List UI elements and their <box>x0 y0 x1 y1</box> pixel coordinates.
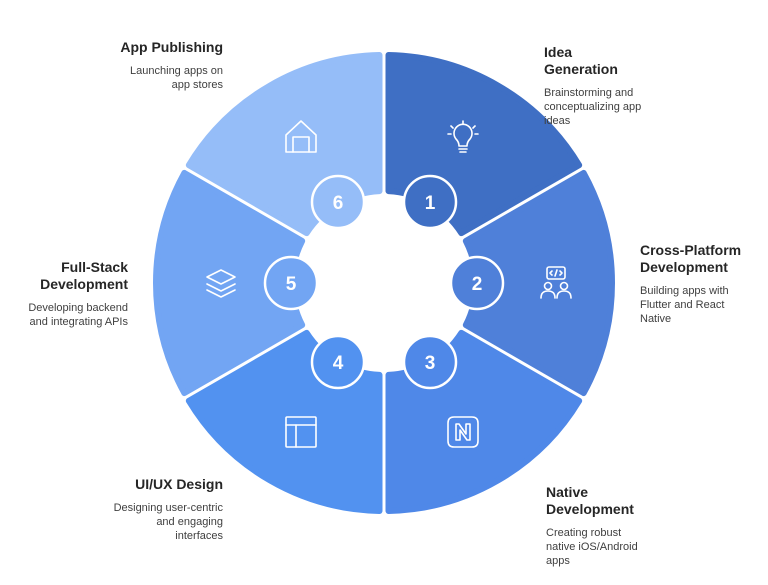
step-5-badge <box>263 255 319 311</box>
hub <box>296 195 472 371</box>
step-2-title: Cross-Platform Development <box>640 242 742 275</box>
step-1-title: Idea Generation <box>544 44 618 77</box>
step-4-badge <box>310 334 366 390</box>
step-2-number: 2 <box>472 274 483 295</box>
step-3-label: Native Development Creating robust nativ… <box>546 484 666 568</box>
step-6-description: Launching apps on app stores <box>130 65 223 91</box>
step-5-number: 5 <box>286 274 297 295</box>
step-3-badge <box>402 334 458 390</box>
store-house-icon <box>285 120 317 153</box>
native-logo-icon <box>447 416 479 448</box>
layout-icon <box>285 416 317 448</box>
step-6-title: App Publishing <box>120 39 223 55</box>
step-1-badge <box>402 174 458 230</box>
step-3-description: Creating robust native iOS/Android apps <box>546 527 638 567</box>
step-6-number: 6 <box>333 193 344 214</box>
step-4-title: UI/UX Design <box>135 476 223 492</box>
code-collaboration-icon <box>540 266 572 299</box>
step-4-label: UI/UX Design Designing user-centric and … <box>103 476 223 543</box>
layers-icon <box>206 269 236 298</box>
step-2-badge <box>449 255 505 311</box>
step-4-description: Designing user-centric and engaging inte… <box>113 502 223 542</box>
step-5-description: Developing backend and integrating APIs <box>28 302 128 328</box>
lightbulb-icon <box>447 120 479 153</box>
step-6-label: App Publishing Launching apps on app sto… <box>103 39 223 92</box>
step-3-number: 3 <box>425 353 436 374</box>
step-6-badge <box>310 174 366 230</box>
step-5-label: Full-Stack Development Developing backen… <box>14 259 128 329</box>
step-1-number: 1 <box>425 193 436 214</box>
step-3-title: Native Development <box>546 484 634 517</box>
step-4-number: 4 <box>333 353 344 374</box>
step-2-label: Cross-Platform Development Building apps… <box>640 242 765 326</box>
step-2-description: Building apps with Flutter and React Nat… <box>640 285 729 325</box>
step-1-description: Brainstorming and conceptualizing app id… <box>544 87 642 127</box>
step-1-label: Idea Generation Brainstorming and concep… <box>544 44 664 128</box>
step-5-title: Full-Stack Development <box>40 259 128 292</box>
